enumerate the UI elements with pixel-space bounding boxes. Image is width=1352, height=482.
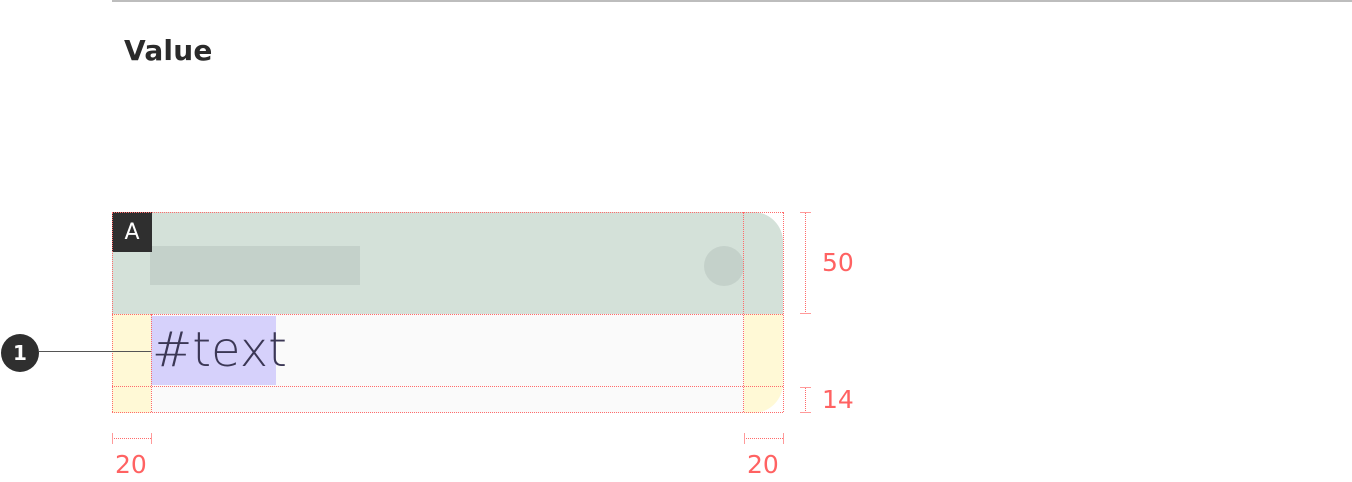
header-placeholder-bar (150, 246, 360, 285)
header-placeholder-circle (704, 246, 744, 286)
dimension-label-bottom-padding: 14 (822, 385, 854, 414)
callout-marker: 1 (1, 334, 39, 372)
top-divider (112, 0, 1352, 2)
guide-line-right-padding (743, 212, 744, 412)
guide-line-header-bottom (112, 314, 783, 315)
dimension-label-left-padding: 20 (115, 450, 147, 479)
guide-line-top (112, 212, 783, 213)
dimension-cap (800, 313, 811, 314)
dimension-line-bottom (805, 387, 806, 413)
dimension-line-header (805, 212, 806, 314)
dimension-line-right (744, 438, 783, 439)
dimension-label-header-height: 50 (822, 248, 854, 277)
header-area (112, 212, 783, 314)
value-text: #text (152, 322, 287, 378)
guide-line-left (112, 212, 113, 412)
dimension-label-right-padding: 20 (747, 450, 779, 479)
dimension-cap (800, 387, 811, 388)
dimension-cap (800, 412, 811, 413)
dimension-cap (800, 212, 811, 213)
dimension-cap (744, 433, 745, 444)
left-padding-area (112, 314, 151, 413)
dimension-line-left (112, 438, 151, 439)
value-text-highlight (151, 316, 276, 385)
callout-leader-line (39, 351, 151, 352)
guide-line-text-bottom (112, 386, 783, 387)
right-padding-area (744, 314, 783, 413)
area-badge-a: A (112, 212, 152, 252)
guide-line-bottom (112, 412, 783, 413)
guide-line-left-padding (151, 314, 152, 412)
dimension-cap (783, 433, 784, 444)
dimension-cap (151, 433, 152, 444)
guide-line-right (783, 212, 784, 412)
dimension-cap (112, 433, 113, 444)
section-title: Value (124, 34, 213, 67)
